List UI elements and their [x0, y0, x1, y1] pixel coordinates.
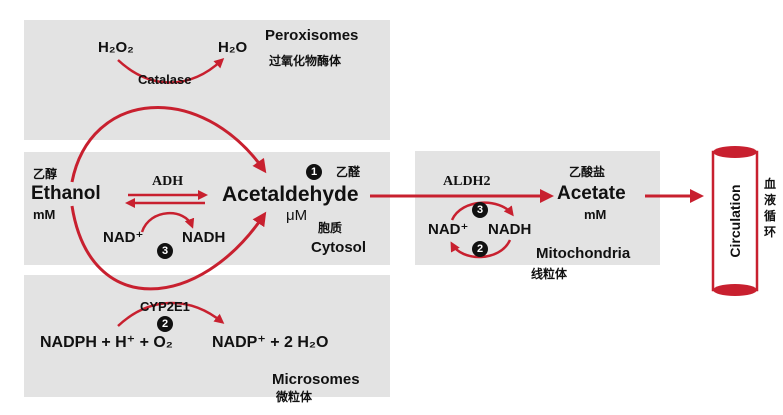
cytosol-nadh-label: NADH — [182, 229, 226, 246]
cyp2e1-arrow — [117, 301, 225, 327]
cytosol-label: Cytosol — [311, 239, 367, 256]
catalase-arrow — [117, 57, 225, 84]
acetate-label: Acetate — [557, 183, 626, 204]
cytosol-nad-label: NAD⁺ — [103, 229, 144, 246]
nadp-products: NADP⁺ + 2 H₂O — [212, 334, 329, 351]
cytosol-label-zh: 胞质 — [318, 221, 343, 235]
microsomes-box — [24, 275, 390, 397]
circulation-zh-4: 环 — [764, 225, 777, 239]
mito-step-2-badge: 2 — [472, 241, 488, 257]
microsomes-label-zh: 微粒体 — [276, 390, 313, 404]
aldh2-label: ALDH2 — [443, 174, 491, 189]
h2o-label: H₂O — [218, 39, 248, 56]
circulation-zh-3: 循 — [764, 209, 777, 223]
ethanol-label-zh: 乙醇 — [33, 167, 58, 181]
mito-nadh-label: NADH — [488, 221, 532, 238]
peroxisomes-label-zh: 过氧化物酶体 — [269, 54, 342, 68]
circulation-cylinder — [711, 146, 759, 296]
mitochondria-label: Mitochondria — [536, 245, 631, 262]
acetaldehyde-label: Acetaldehyde — [222, 183, 359, 206]
mito-nad-label: NAD⁺ — [428, 221, 469, 238]
microsome-loop-arrow — [70, 205, 267, 291]
ethanol-label: Ethanol — [31, 183, 101, 204]
circulation-zh-1: 血 — [764, 177, 777, 191]
h2o2-label: H₂O₂ — [98, 39, 134, 56]
catalase-label: Catalase — [138, 72, 192, 87]
step-1-badge: 1 — [306, 164, 322, 180]
circulation-label: Circulation — [727, 184, 743, 258]
nad-to-nadh-arrow — [140, 211, 195, 233]
ethanol-unit: mM — [33, 207, 56, 222]
circulation-zh-2: 液 — [764, 193, 777, 207]
microsomes-label: Microsomes — [272, 371, 360, 388]
cyp2e1-label: CYP2E1 — [140, 299, 190, 314]
acetaldehyde-unit: μM — [286, 207, 308, 224]
peroxisomes-label: Peroxisomes — [265, 27, 359, 44]
mito-nadh-bottom-arrow — [450, 239, 512, 259]
peroxisome-loop-arrow — [70, 106, 267, 183]
cytosol-step-3-badge: 3 — [157, 243, 173, 259]
adh-label: ADH — [152, 174, 184, 189]
mitochondria-label-zh: 线粒体 — [531, 267, 568, 281]
microsome-step-2-badge: 2 — [157, 316, 173, 332]
acetate-label-zh: 乙酸盐 — [569, 165, 606, 179]
nadph-substrates: NADPH + H⁺ + O₂ — [40, 334, 173, 351]
acetaldehyde-label-zh: 乙醛 — [336, 165, 361, 179]
mito-step-3-badge: 3 — [472, 202, 488, 218]
acetate-unit: mM — [584, 207, 607, 222]
